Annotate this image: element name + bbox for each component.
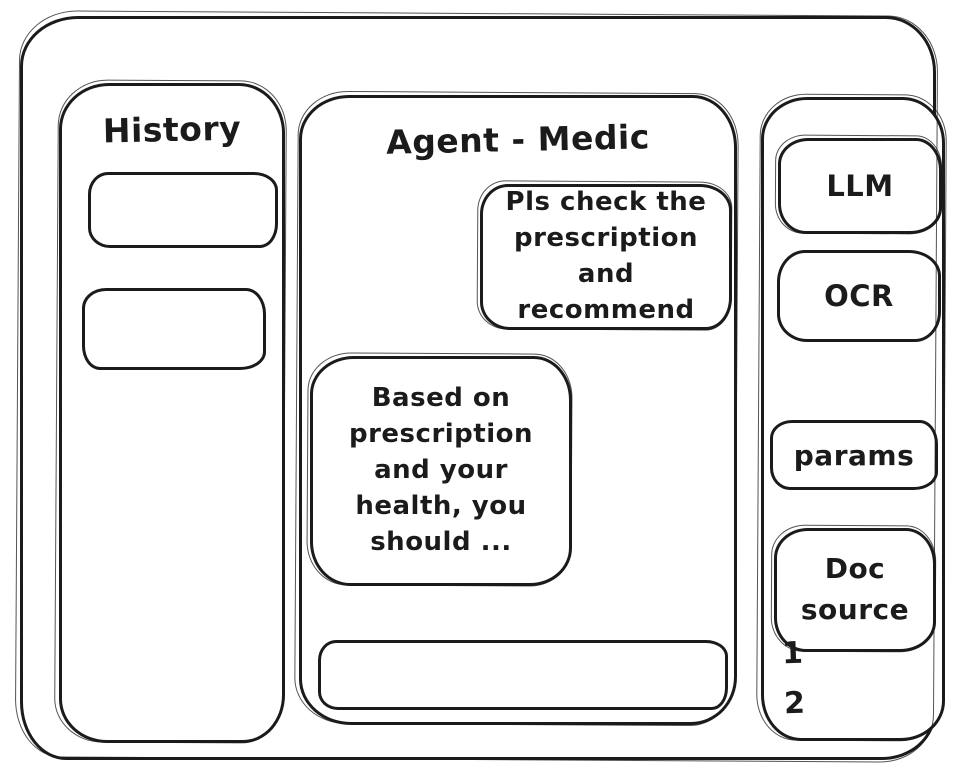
doc-source-button[interactable]: Doc source (774, 528, 936, 652)
history-title: History (102, 108, 242, 151)
history-item[interactable] (82, 288, 266, 370)
llm-button-label: LLM (826, 169, 894, 203)
ocr-button-label: OCR (824, 279, 894, 313)
app-window: History Agent - Medic Pls check the pres… (20, 16, 945, 760)
agent-message-bubble: Based on prescription and your health, y… (310, 356, 572, 586)
llm-button[interactable]: LLM (778, 138, 942, 234)
chat-panel: Agent - Medic Pls check the prescription… (299, 95, 737, 725)
params-button-label: params (793, 438, 915, 472)
history-sidebar: History (59, 83, 285, 743)
doc-source-button-label: Doc source (800, 552, 910, 626)
chat-title: Agent - Medic (385, 117, 651, 162)
message-input[interactable] (318, 640, 728, 710)
doc-source-item-1[interactable]: 1 (781, 635, 804, 672)
agent-message-text: Based on prescription and your health, y… (348, 383, 533, 557)
user-message-bubble: Pls check the prescription and recommend (480, 184, 732, 330)
params-button[interactable]: params (770, 420, 938, 490)
history-item[interactable] (88, 172, 278, 248)
ocr-button[interactable]: OCR (777, 250, 941, 342)
user-message-text: Pls check the prescription and recommend (505, 187, 707, 325)
doc-source-item-2[interactable]: 2 (783, 685, 806, 722)
tools-sidebar: LLM OCR params Doc source 1 2 (761, 97, 945, 741)
